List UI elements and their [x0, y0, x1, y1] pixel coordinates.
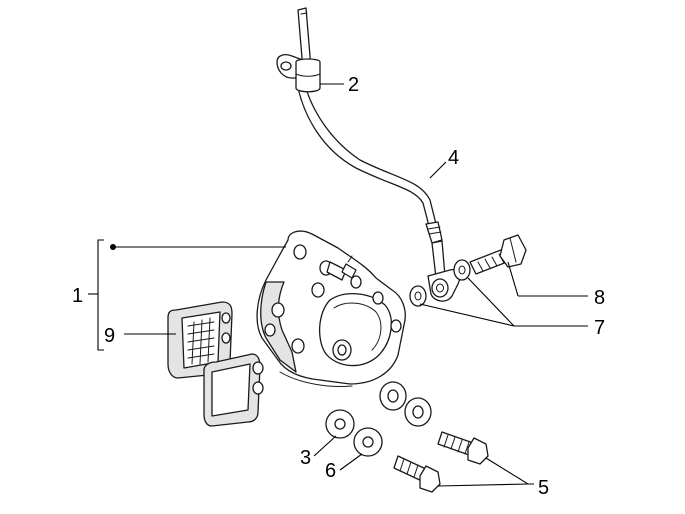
callout-5: 5	[538, 477, 549, 499]
callout-7: 7	[594, 317, 605, 339]
spacer-washer-a	[379, 381, 407, 411]
callout-3: 3	[300, 447, 311, 469]
copper-washer-a	[409, 285, 427, 307]
callout-8: 8	[594, 287, 605, 309]
spacer-washer-b	[404, 397, 432, 427]
callout-1: 1	[72, 285, 83, 307]
brake-pad-front	[167, 301, 233, 379]
washer-6	[353, 427, 383, 457]
caliper-body	[256, 230, 406, 387]
callout-9: 9	[104, 325, 115, 347]
callout-6: 6	[325, 460, 336, 482]
mounting-bolt-upper	[437, 431, 489, 465]
brake-hose	[297, 7, 446, 279]
leader-lines	[88, 83, 588, 487]
copper-washer-b	[453, 259, 471, 281]
brake-pad-rear	[203, 353, 264, 427]
banjo-fitting	[427, 269, 461, 302]
mounting-bolt-lower	[393, 455, 441, 493]
callout-2: 2	[348, 74, 359, 96]
washer-3	[325, 409, 355, 439]
callout-4: 4	[448, 147, 459, 169]
banjo-bolt	[469, 234, 527, 275]
hose-clamp	[276, 54, 321, 93]
